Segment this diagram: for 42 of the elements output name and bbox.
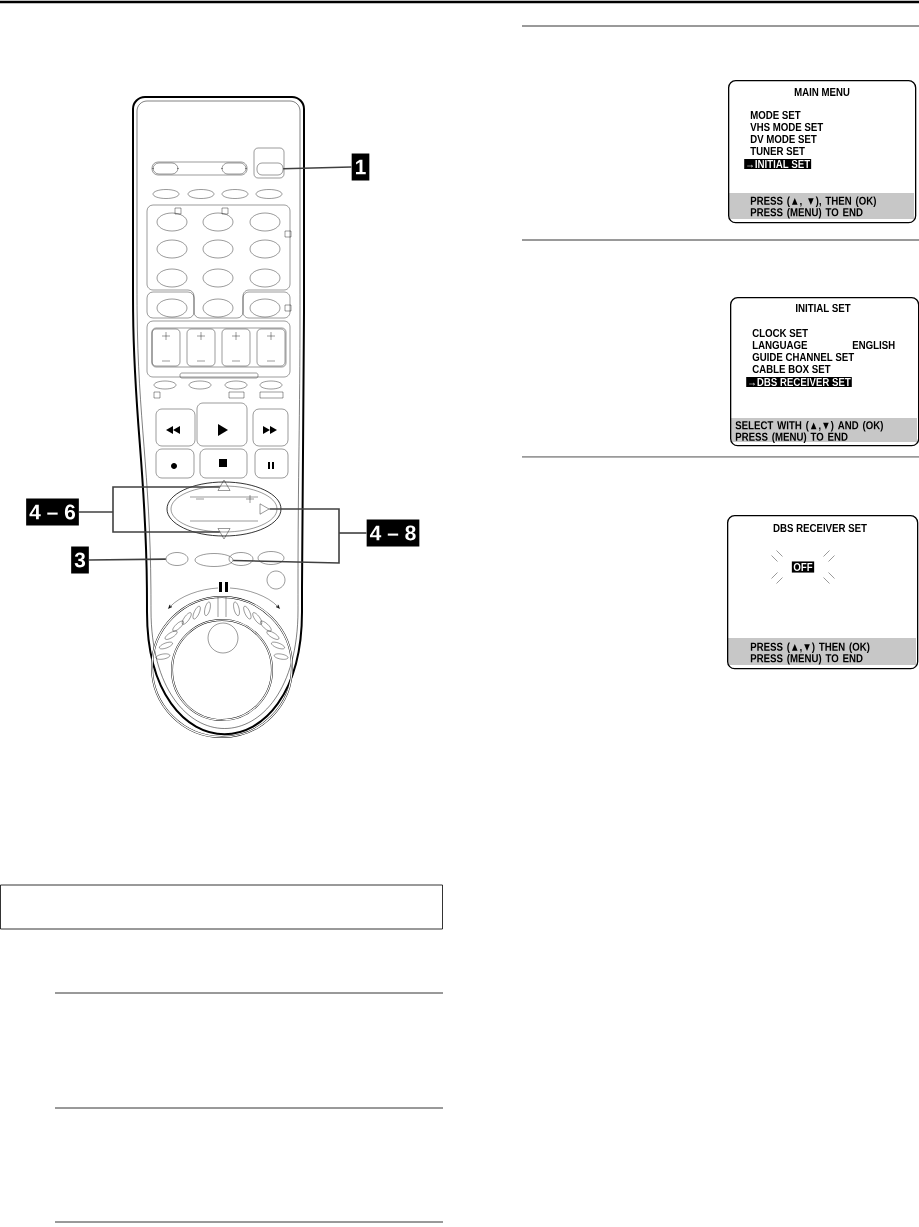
button [256, 162, 284, 176]
leader-line [282, 166, 353, 170]
menu-item: ENGLISH [852, 340, 895, 350]
menu-footer: PRESS (▲,▼) THEN (OK) PRESS (MENU) TO END [750, 642, 870, 665]
arrow-key [217, 479, 231, 491]
leader-line [88, 558, 167, 561]
menu-item: DV MODE SET [750, 134, 817, 144]
menu-item: TUNER SET [750, 146, 805, 156]
menu-screen [728, 80, 917, 224]
button [194, 553, 234, 567]
menu-title: MAIN MENU [794, 88, 850, 96]
menu-item: CLOCK SET [752, 328, 808, 338]
menu-screen [727, 515, 919, 670]
highlighted-value: OFF [791, 561, 815, 573]
menu-title: DBS RECEIVER SET [773, 523, 867, 533]
button [165, 552, 189, 566]
button [257, 551, 285, 565]
arrow-key [259, 503, 270, 515]
arrow-key [217, 528, 231, 540]
menu-item: CABLE BOX SET [752, 364, 831, 374]
menu-screen [730, 297, 919, 447]
menu-item: LANGUAGE [752, 340, 808, 350]
menu-title: INITIAL SET [796, 303, 851, 313]
menu-footer: PRESS (▲, ▼), THEN (OK) PRESS (MENU) TO END [750, 196, 876, 219]
leader-line [232, 532, 340, 564]
callout-number: 4 – 8 [366, 519, 420, 547]
button [228, 552, 254, 566]
menu-item: VHS MODE SET [750, 122, 824, 132]
highlighted-item: →INITIAL SET [744, 158, 812, 170]
menu-item: MODE SET [750, 110, 801, 120]
leader-line [268, 508, 340, 534]
leader-line [112, 511, 221, 533]
highlighted-item: →DBS RECEIVER SET [746, 376, 852, 388]
callout-number: 1 [351, 153, 370, 181]
leader-line [112, 486, 221, 513]
leader-line [338, 532, 368, 534]
empty-box [0, 884, 443, 930]
callout-number: 4 – 6 [26, 498, 79, 526]
callout-number: 3 [71, 546, 89, 574]
leader-line [78, 511, 114, 513]
menu-footer: SELECT WITH (▲,▼) AND (OK) PRESS (MENU) TO END [735, 420, 883, 444]
menu-item: GUIDE CHANNEL SET [752, 352, 855, 362]
